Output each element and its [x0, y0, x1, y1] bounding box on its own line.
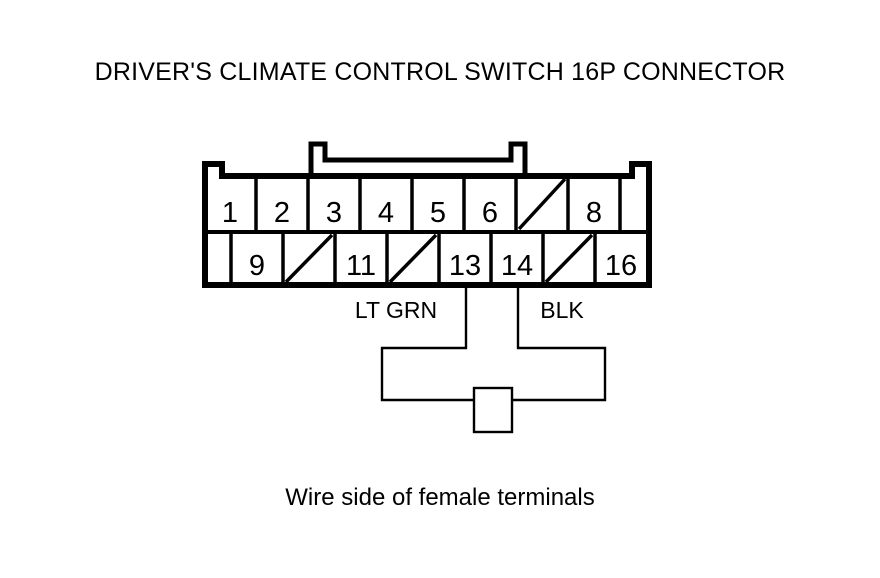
figure-caption: Wire side of female terminals	[285, 484, 595, 511]
terminal-row-top: 1 2 3 4 5 6 8	[205, 176, 649, 234]
pin-label-8: 8	[586, 197, 602, 229]
pin-label-14: 14	[501, 250, 533, 282]
pin-label-4: 4	[378, 197, 394, 229]
pin-label-5: 5	[430, 197, 446, 229]
terminal-row-bottom: 9 11 13 14 16	[229, 232, 637, 285]
pin-label-11: 11	[346, 250, 376, 282]
wire-blk	[512, 287, 607, 402]
page-title: DRIVER'S CLIMATE CONTROL SWITCH 16P CONN…	[94, 58, 786, 86]
pin-label-13: 13	[449, 250, 481, 282]
blank-terminal-slash-7	[517, 177, 567, 231]
blank-terminal-slash-15	[544, 233, 594, 284]
pin-label-16: 16	[605, 250, 637, 282]
pin-label-6: 6	[482, 197, 498, 229]
wiring-circuit: LT GRN BLK	[355, 287, 607, 434]
pin-label-3: 3	[326, 197, 342, 229]
latch-outline	[308, 141, 528, 176]
wire-label-blk: BLK	[540, 297, 584, 323]
connector-housing	[202, 161, 652, 288]
blank-terminal-slash-12	[388, 233, 438, 284]
pin-label-9: 9	[249, 250, 265, 282]
pin-label-1: 1	[222, 197, 238, 229]
latch-bracket	[308, 141, 528, 176]
component-box	[472, 386, 514, 434]
housing-outline	[202, 161, 652, 288]
pin-label-2: 2	[274, 197, 290, 229]
wire-label-lt-grn: LT GRN	[355, 297, 437, 323]
wire-lt-grn	[380, 287, 474, 402]
blank-terminal-slash-10	[284, 233, 334, 284]
